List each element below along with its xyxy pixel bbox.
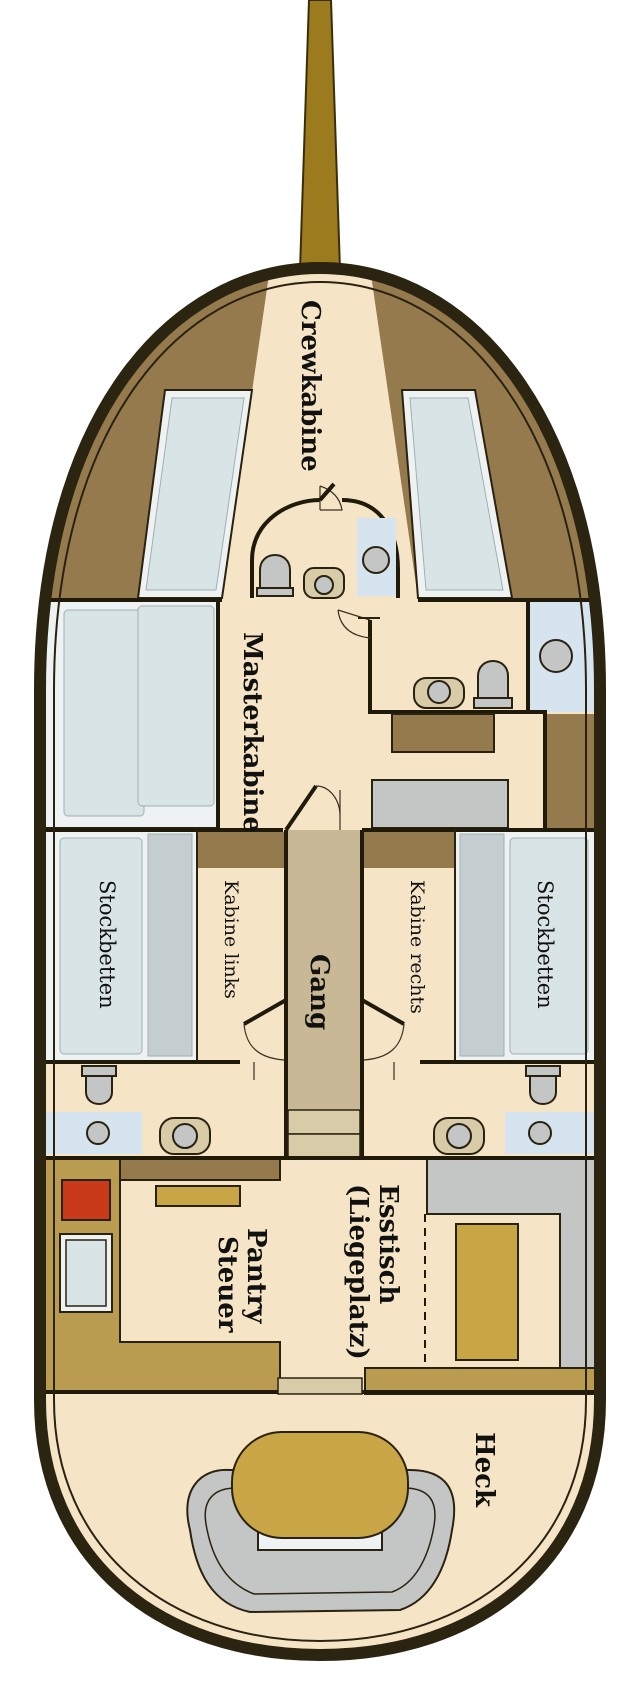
kabine-rechts-door-jamb [361, 998, 405, 1026]
steuer-console [155, 1185, 241, 1207]
wood-panel-right [545, 714, 600, 832]
label-stockbetten-left: Stockbetten [95, 880, 119, 1009]
label-gang: Gang [304, 954, 334, 1030]
bunk-left-upper [147, 833, 193, 1057]
hull-inner-line [53, 280, 587, 1643]
bunk-left-mattress [59, 837, 143, 1055]
bunk-right-mattress [509, 837, 589, 1055]
crew-toilet-1-base [256, 587, 294, 597]
cockpit-seat-inner [204, 1487, 436, 1595]
head-right-toilet-tall-top [525, 1065, 561, 1077]
label-masterkabine: Masterkabine [237, 632, 267, 833]
head-right-toilet-bowl [446, 1123, 472, 1149]
wood-strip-kabine-links [198, 832, 284, 868]
label-esstisch: Esstisch [373, 1184, 403, 1304]
master-door [315, 785, 341, 830]
label-kabine-links: Kabine links [220, 880, 242, 999]
kabine-rechts-door [363, 1023, 405, 1061]
pantry-upper-shelf [119, 1157, 281, 1181]
label-steuer: Steuer [212, 1236, 242, 1333]
hull-outline [34, 261, 606, 1662]
master-toilet-2-base [473, 697, 513, 709]
master-bath-wall [368, 620, 547, 830]
head-left-toilet-tall [85, 1071, 113, 1105]
master-toilet-2 [477, 660, 509, 703]
companionway-step-2 [287, 1133, 361, 1159]
head-left-sink [86, 1121, 110, 1145]
head-right-toilet-tall [529, 1071, 557, 1105]
crew-toilet-2-bowl [314, 575, 334, 595]
label-pantry: Pantry [241, 1228, 271, 1324]
master-seat [371, 779, 509, 829]
crew-door-jamb [318, 482, 336, 502]
head-left-toilet-bowl [172, 1123, 198, 1149]
companionway-step-1 [287, 1109, 361, 1135]
saloon-step [277, 1377, 363, 1395]
dinette-table [455, 1223, 519, 1361]
wood-strip-kabine-rechts [364, 832, 454, 868]
master-bed-mattress-1 [63, 609, 145, 817]
stove [61, 1179, 111, 1221]
kabine-links-door [243, 1023, 285, 1061]
cockpit-table [231, 1431, 409, 1539]
master-dresser [391, 713, 495, 753]
corridor-gang [286, 830, 362, 1160]
dinette-bench-bottom [364, 1367, 600, 1395]
crew-toilet-1 [259, 554, 291, 593]
crew-head-sink-basin [362, 546, 390, 574]
label-stockbetten-right: Stockbetten [533, 880, 557, 1009]
label-liegeplatz: (Liegeplatz) [343, 1184, 373, 1360]
master-toilet-1-bowl [427, 680, 451, 704]
master-bed-mattress-2 [137, 605, 215, 807]
head-right-sink [528, 1121, 552, 1145]
label-kabine-rechts: Kabine rechts [406, 880, 428, 1014]
label-crewkabine: Crewkabine [295, 300, 325, 472]
master-bath-sink [539, 639, 573, 673]
pantry-sink-basin [65, 1239, 107, 1307]
master-door-jamb [284, 784, 318, 832]
label-heck: Heck [469, 1432, 499, 1508]
crew-bed-right-mattress [409, 397, 504, 591]
head-left-toilet-tall-top [81, 1065, 117, 1077]
kabine-links-door-jamb [243, 998, 287, 1026]
head-sink-right [505, 1112, 600, 1154]
mast [298, 0, 342, 271]
crew-head-wall [250, 498, 321, 598]
bunk-right-upper [459, 833, 505, 1057]
crew-bed-left-mattress [145, 397, 245, 591]
